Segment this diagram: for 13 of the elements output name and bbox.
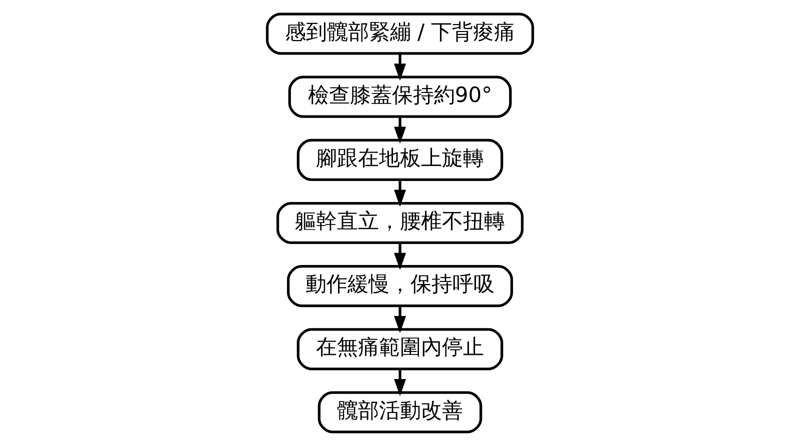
node-box: 動作緩慢，保持呼吸 bbox=[286, 265, 514, 308]
node-box: 髖部活動改善 bbox=[318, 391, 482, 434]
node-box: 軀幹直立，腰椎不扭轉 bbox=[276, 202, 524, 244]
node-box: 腳跟在地板上旋轉 bbox=[296, 138, 504, 181]
node-box: 檢查膝蓋保持約90° bbox=[288, 76, 512, 118]
arrow bbox=[394, 368, 406, 396]
node-box: 在無痛範圍內停止 bbox=[296, 328, 504, 370]
node-box: 感到髖部緊繃 / 下背痠痛 bbox=[266, 12, 534, 55]
arrow bbox=[394, 54, 406, 81]
arrow bbox=[394, 180, 406, 207]
arrow bbox=[394, 306, 406, 334]
arrow bbox=[394, 242, 406, 270]
arrow bbox=[394, 116, 406, 144]
